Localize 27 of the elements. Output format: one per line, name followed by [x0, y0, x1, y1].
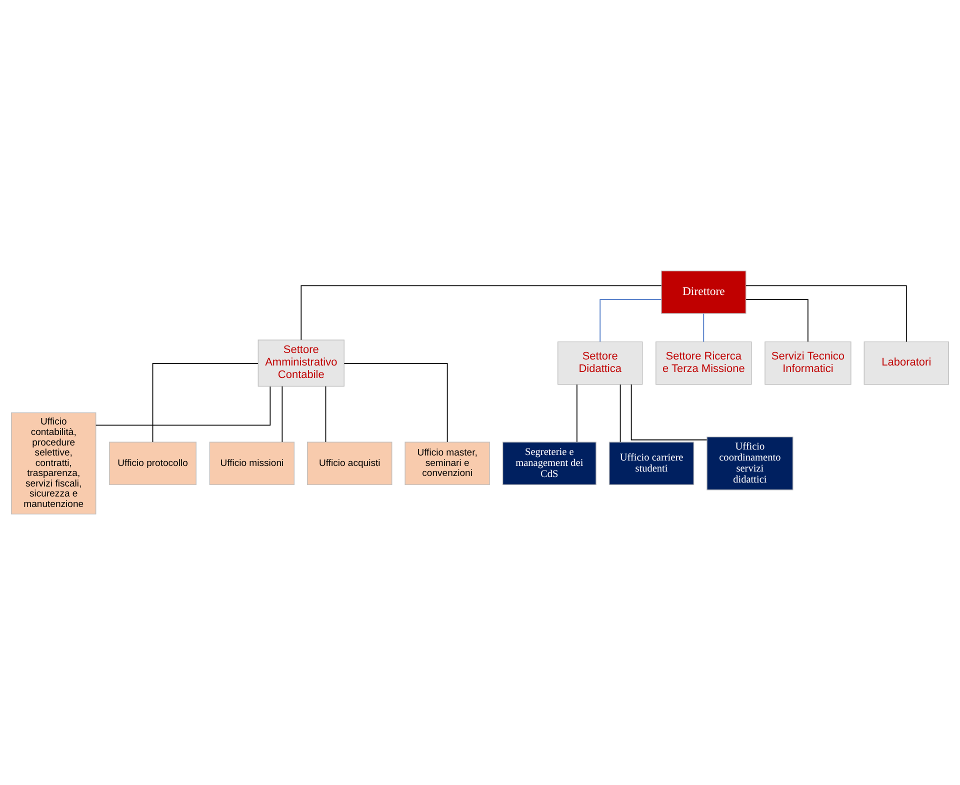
node-box: Ufficio protocollo [109, 442, 196, 486]
connector [746, 299, 808, 342]
node-box: Settore Ricerca e Terza Missione [656, 341, 752, 385]
node-box: Ufficio contabilità, procedure selettive, contratti, trasparenza, servizi fiscali, sicurezza e manutenzione [11, 412, 96, 514]
node-box: Servizi Tecnico Informatici [764, 341, 852, 385]
connector [630, 384, 708, 440]
node-box: Ufficio missioni [209, 442, 295, 486]
connector [95, 386, 271, 426]
connector [282, 386, 283, 442]
connector [152, 363, 258, 442]
connector [745, 285, 907, 342]
connector [576, 384, 578, 442]
node-box: Ufficio acquisti [307, 442, 392, 486]
node-box: Direttore [661, 270, 746, 314]
connector [300, 285, 662, 340]
connector [600, 299, 662, 342]
connector [703, 313, 704, 342]
node-box: Ufficio master, seminari e convenzioni [404, 442, 490, 486]
node-box: Ufficio coordinamento servizi didattici [706, 436, 794, 490]
node-box: Ufficio carriere studenti [608, 442, 694, 486]
connector [325, 386, 326, 442]
connector [620, 384, 621, 442]
node-box: Settore Amministrativo Contabile [258, 340, 344, 387]
node-box: Segreterie e management dei CdS [502, 442, 596, 486]
node-box: Settore Didattica [558, 341, 643, 385]
connector [344, 363, 448, 442]
node-box: Laboratori [864, 341, 949, 385]
